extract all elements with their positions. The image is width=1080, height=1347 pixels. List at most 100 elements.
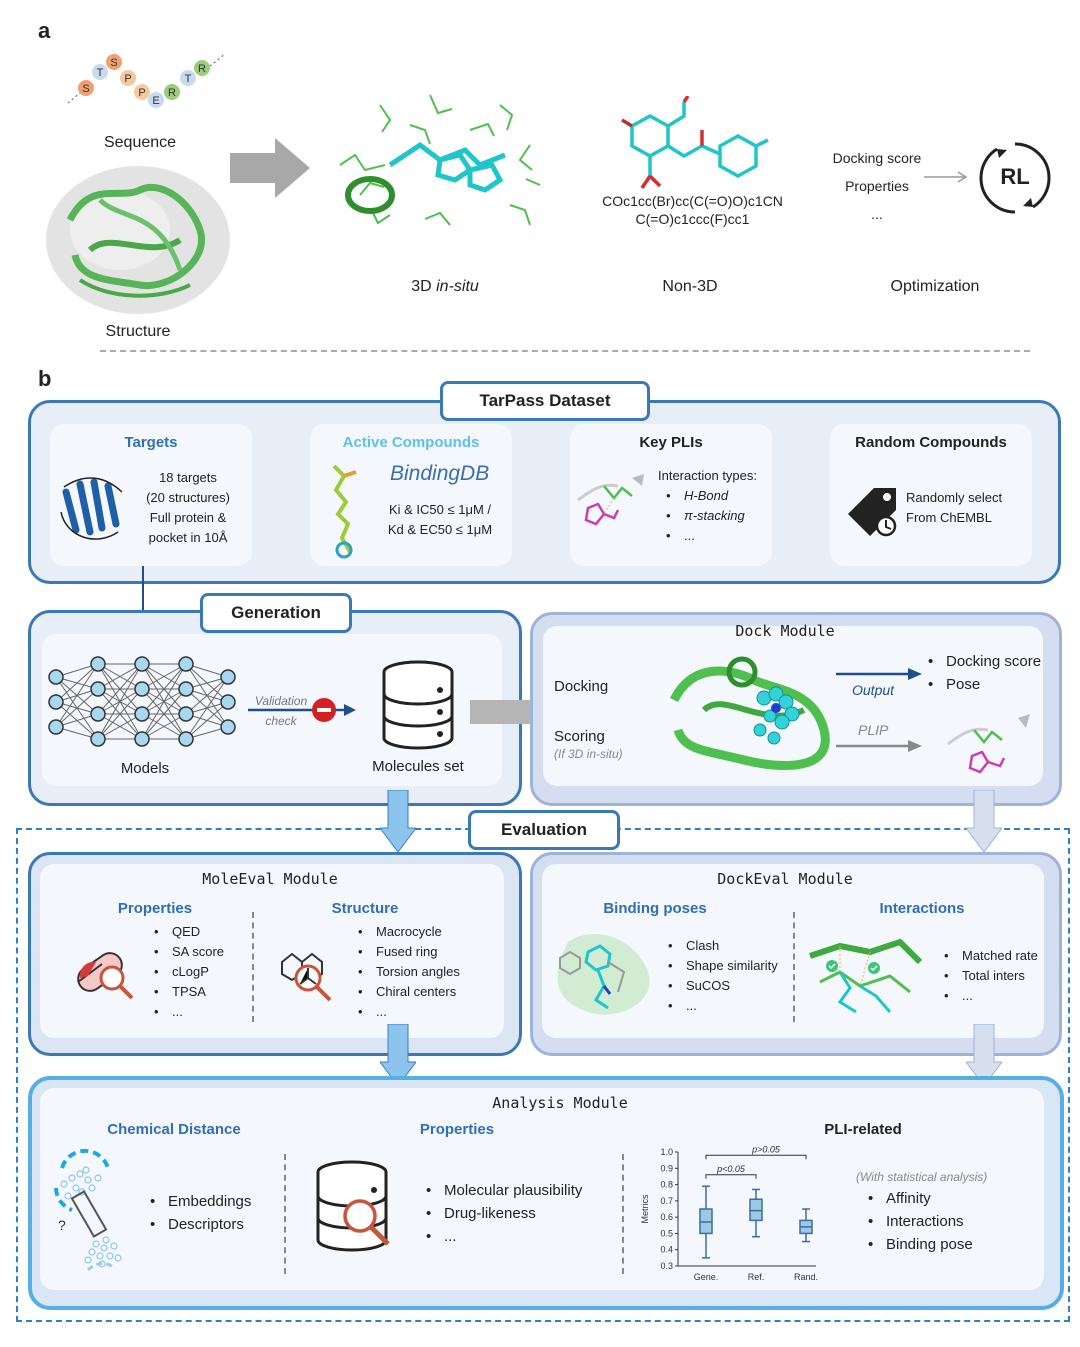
- interaction-types-list: H-Bond π-stacking ...: [662, 486, 745, 546]
- arrow-down-icon: [380, 1024, 416, 1086]
- dock-output-item: Pose: [924, 673, 1041, 696]
- chemical-space-image: ?: [54, 1148, 122, 1272]
- property-item: cLogP: [150, 962, 224, 982]
- sequence-label: Sequence: [103, 134, 177, 151]
- optimization-inputs: Docking score Properties ...: [822, 144, 932, 228]
- y-axis-label: Metrics: [640, 1194, 650, 1223]
- ring-search-icon: [281, 952, 332, 1002]
- opt-item: ...: [871, 206, 883, 222]
- pose-metric: Clash: [664, 936, 778, 956]
- analysis-properties-list: Molecular plausibility Drug-likeness ...: [422, 1179, 582, 1248]
- key-plis-title: Key PLIs: [639, 434, 703, 451]
- validation-check-label: Validation: [246, 694, 316, 708]
- x-category-label: Ref.: [748, 1272, 765, 1282]
- validation-text: Validation: [254, 694, 308, 708]
- interaction-type: ...: [662, 526, 745, 546]
- nn-node: [90, 656, 106, 672]
- box-iqr: [749, 1198, 763, 1222]
- target-protein-icon: [60, 477, 123, 540]
- optimization-label: Optimization: [890, 278, 980, 295]
- random-line: Randomly select: [906, 490, 1003, 505]
- panel-b-label: b: [38, 366, 52, 391]
- chemical-distance-title: Chemical Distance: [107, 1121, 241, 1138]
- interactions-title: Interactions: [879, 900, 965, 917]
- smiles-line-1: COc1cc(Br)cc(C(=O)O)c1CN: [602, 193, 783, 209]
- box-plot: 0.30.40.50.60.70.80.91.0MetricsGene.Ref.…: [640, 1144, 818, 1282]
- docked-complex-image: [669, 656, 830, 771]
- residue-bead: [194, 60, 210, 76]
- y-tick-label: 0.5: [660, 1228, 673, 1238]
- targets-line: (20 structures): [146, 490, 230, 505]
- key-plis-card: Key PLIs Interaction types: H-Bond π-sta…: [570, 424, 772, 566]
- pli-item: Interactions: [864, 1210, 973, 1233]
- docking-label: Docking: [554, 678, 609, 695]
- residue-letter: S: [110, 57, 117, 69]
- residue-letter: T: [185, 73, 192, 85]
- nn-node: [90, 681, 106, 697]
- nn-node: [220, 719, 236, 735]
- dock-module-title: Dock Module: [735, 622, 835, 640]
- analysis-property: Drug-likeness: [422, 1202, 582, 1225]
- x-category-label: Gene.: [694, 1272, 719, 1282]
- random-compounds-title: Random Compounds: [855, 434, 1007, 451]
- insitu-label: 3D in-situ: [411, 278, 479, 295]
- panel-a-label: a: [38, 18, 51, 43]
- random-description: Randomly select From ChEMBL: [906, 488, 1002, 528]
- y-tick-label: 1.0: [660, 1147, 673, 1157]
- smiles-line-2: C(=O)c1ccc(F)cc1: [635, 211, 750, 227]
- property-item: SA score: [150, 942, 224, 962]
- residue-bead: [134, 84, 150, 100]
- tarpass-dataset-title: TarPass Dataset: [440, 381, 650, 421]
- residue-letter: P: [124, 73, 131, 85]
- interaction-metric: Total inters: [940, 966, 1038, 986]
- pose-metric: Shape similarity: [664, 956, 778, 976]
- y-tick-label: 0.8: [660, 1180, 673, 1190]
- plip-arrow: [836, 740, 922, 752]
- residue-letter: R: [168, 87, 176, 99]
- scoring-note: (If 3D in-situ): [554, 747, 623, 761]
- pli-interaction-icon: [577, 474, 644, 526]
- nn-node: [178, 731, 194, 747]
- models-label: Models: [120, 760, 170, 777]
- random-tag-icon: [848, 488, 897, 537]
- svg-text:?: ?: [58, 1217, 66, 1233]
- criteria-line: Ki & IC50 ≤ 1μM /: [388, 502, 492, 517]
- nn-node: [90, 731, 106, 747]
- x-category-label: Rand.: [794, 1272, 818, 1282]
- structure-item: Chiral centers: [354, 982, 460, 1002]
- analysis-property: ...: [422, 1225, 582, 1248]
- opt-item: Docking score: [832, 150, 922, 166]
- moleeval-structure-title: Structure: [331, 900, 399, 917]
- moleeval-properties-list: QED SA score cLogP TPSA ...: [150, 922, 224, 1022]
- nn-node: [178, 706, 194, 722]
- interaction-metric: Matched rate: [940, 946, 1038, 966]
- binding-poses-title: Binding poses: [603, 900, 707, 917]
- dock-outputs-list: Docking score Pose: [924, 650, 1041, 696]
- generation-title: Generation: [200, 593, 352, 633]
- divider: [793, 912, 795, 1022]
- residue-letter: R: [198, 63, 206, 75]
- residue-bead: [164, 84, 180, 100]
- interactions-list: Matched rate Total inters ...: [940, 946, 1038, 1006]
- interaction-type: π-stacking: [662, 506, 745, 526]
- targets-card: Targets 18 targets (20 structures) Full …: [50, 424, 252, 566]
- significance-bracket: [705, 1174, 757, 1179]
- active-compounds-title: Active Compounds: [342, 434, 480, 451]
- y-tick-label: 0.7: [660, 1196, 673, 1206]
- residue-bead: [78, 80, 94, 96]
- database-search-icon: [316, 1160, 390, 1252]
- residue-letter: P: [138, 87, 145, 99]
- arrow-down-icon: [380, 790, 416, 852]
- distance-item: Embeddings: [146, 1190, 251, 1213]
- targets-line: 18 targets: [159, 470, 217, 485]
- residue-bead: [92, 64, 108, 80]
- nn-node: [220, 694, 236, 710]
- targets-description: 18 targets (20 structures) Full protein …: [128, 468, 248, 548]
- y-tick-label: 0.6: [660, 1212, 673, 1222]
- structure-label: Structure: [105, 323, 171, 340]
- molecules-set-label: Molecules set: [372, 758, 464, 775]
- pli-item: Affinity: [864, 1187, 973, 1210]
- validation-arrow: [248, 698, 356, 722]
- arrow-down-icon: [966, 1024, 1002, 1086]
